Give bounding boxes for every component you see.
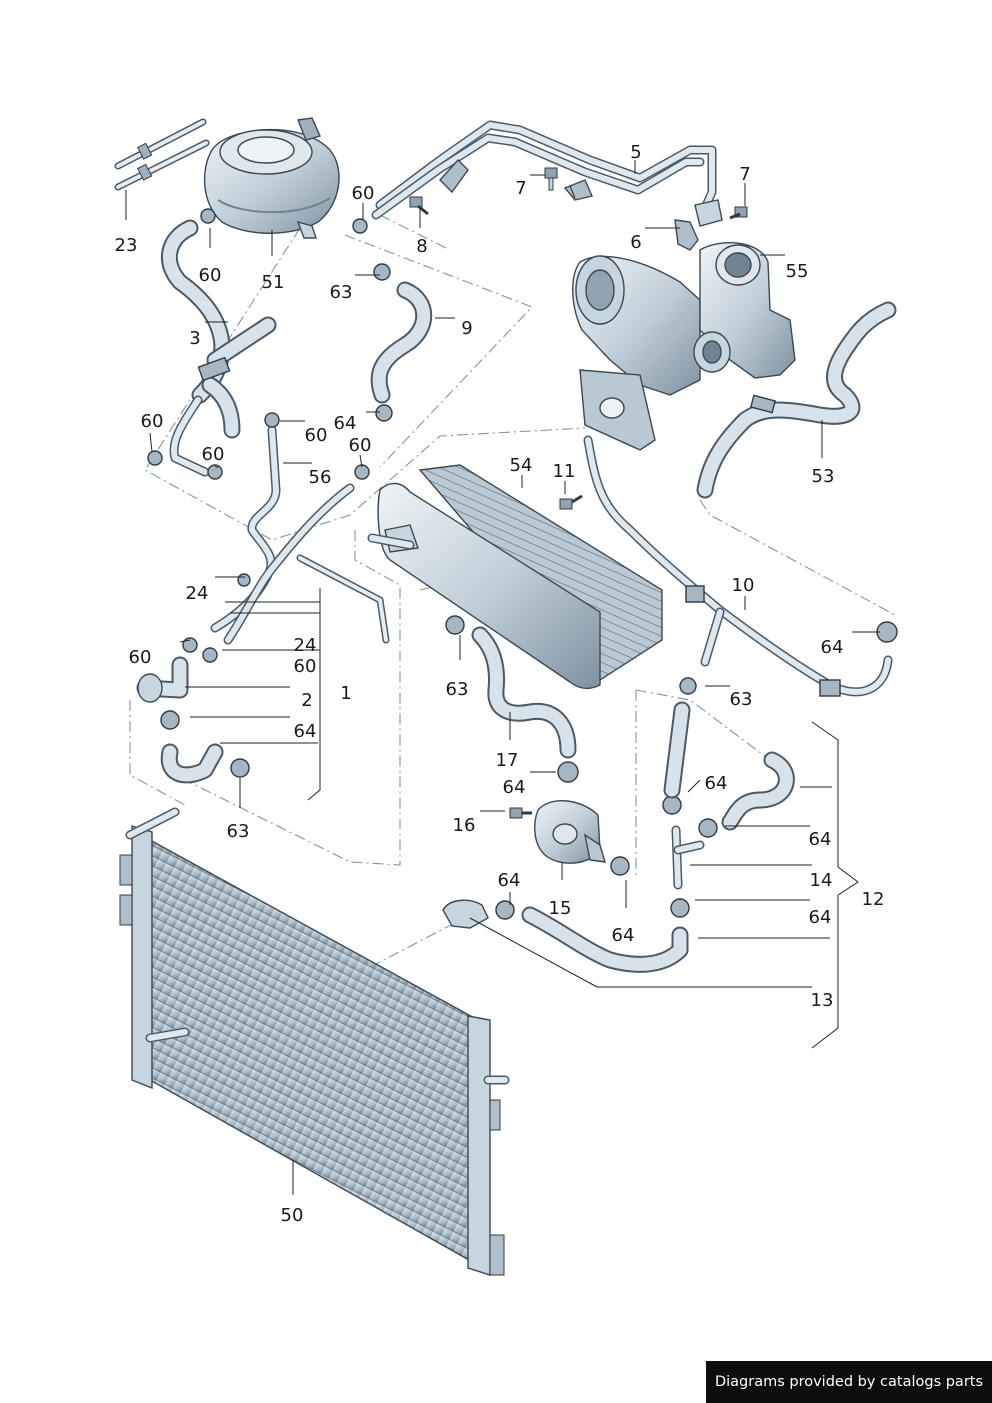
label-50: 50 <box>281 1205 304 1226</box>
coolant-hose-3 <box>161 219 277 477</box>
label-60: 60 <box>349 435 372 456</box>
bolts <box>409 167 748 819</box>
label-63: 63 <box>227 821 250 842</box>
label-16: 16 <box>453 815 476 836</box>
coolant-line-5 <box>371 120 723 227</box>
label-64: 64 <box>498 870 521 891</box>
coolant-hose-53 <box>696 301 897 499</box>
label-54: 54 <box>510 455 533 476</box>
bracket-rods <box>114 118 210 191</box>
turbocharger <box>572 242 796 451</box>
label-63: 63 <box>446 679 469 700</box>
water-pump <box>533 800 606 864</box>
label-64: 64 <box>334 413 357 434</box>
label-6: 6 <box>630 232 641 253</box>
label-60: 60 <box>305 425 328 446</box>
expansion-tank <box>203 117 340 239</box>
coolant-pipes-lower <box>210 425 390 645</box>
label-9: 9 <box>461 318 472 339</box>
radiator <box>119 807 510 1276</box>
label-53: 53 <box>812 466 835 487</box>
label-60: 60 <box>352 183 375 204</box>
label-8: 8 <box>416 236 427 257</box>
label-64: 64 <box>503 777 526 798</box>
label-7: 7 <box>739 164 750 185</box>
label-64: 64 <box>294 721 317 742</box>
label-64: 64 <box>612 925 635 946</box>
label-60: 60 <box>202 444 225 465</box>
label-64: 64 <box>821 637 844 658</box>
label-23: 23 <box>115 235 138 256</box>
part-labels: 23 51 60 8 60 63 9 3 60 64 60 60 60 56 5… <box>115 142 885 1226</box>
label-55: 55 <box>786 261 809 282</box>
label-51: 51 <box>262 272 285 293</box>
label-64: 64 <box>705 773 728 794</box>
label-60: 60 <box>294 656 317 677</box>
hose-clamps <box>147 208 898 920</box>
label-56: 56 <box>309 467 332 488</box>
label-5: 5 <box>630 142 641 163</box>
label-10: 10 <box>732 575 755 596</box>
label-24: 24 <box>186 583 209 604</box>
leader-lines <box>125 160 880 1195</box>
label-63: 63 <box>730 689 753 710</box>
credit-banner: Diagrams provided by catalogs parts <box>706 1361 992 1403</box>
label-60: 60 <box>129 647 152 668</box>
label-14: 14 <box>810 870 833 891</box>
label-12: 12 <box>862 889 885 910</box>
coolant-hose-17 <box>471 626 577 759</box>
oil-cooler <box>367 464 663 690</box>
label-13: 13 <box>811 990 834 1011</box>
connector-2 <box>136 656 224 784</box>
label-15: 15 <box>549 898 572 919</box>
label-1: 1 <box>340 683 351 704</box>
coolant-hose-9 <box>370 281 433 404</box>
coolant-hose-group-12 <box>442 701 795 973</box>
label-64: 64 <box>809 829 832 850</box>
label-60: 60 <box>141 411 164 432</box>
label-17: 17 <box>496 750 519 771</box>
coolant-line-10 <box>583 435 893 697</box>
label-24: 24 <box>294 635 317 656</box>
label-11: 11 <box>553 461 576 482</box>
label-3: 3 <box>189 328 200 349</box>
label-2: 2 <box>301 690 312 711</box>
label-64: 64 <box>809 907 832 928</box>
label-63: 63 <box>330 282 353 303</box>
label-7: 7 <box>515 178 526 199</box>
label-60: 60 <box>199 265 222 286</box>
